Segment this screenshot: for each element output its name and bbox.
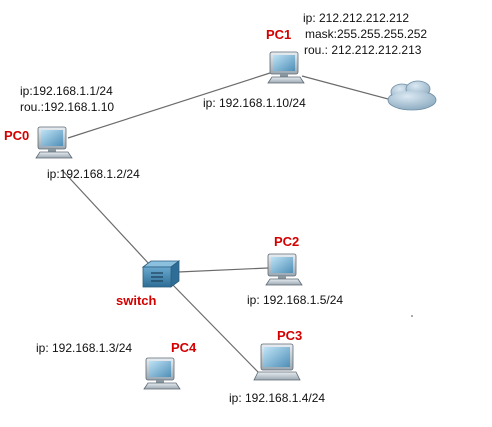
pc0-name: PC0: [4, 128, 30, 143]
link-switch-pc2: [177, 267, 269, 273]
switch-icon[interactable]: [141, 260, 181, 288]
pc0-ip-bottom-label: ip:192.168.1.2/24: [47, 167, 140, 181]
pc4-icon[interactable]: [143, 357, 181, 390]
pc0-ip-top-label: ip:192.168.1.1/24: [20, 84, 113, 98]
link-pc0-switch: [61, 169, 151, 266]
pc4-name: PC4: [171, 340, 197, 355]
pc4-ip-label: ip: 192.168.1.3/24: [36, 341, 133, 355]
pc2-ip-label: ip: 192.168.1.5/24: [247, 293, 344, 307]
pc3-laptop-icon[interactable]: [253, 343, 301, 381]
pc3-ip-label: ip: 192.168.1.4/24: [229, 391, 326, 405]
pc1-mask-label: mask:255.255.255.252: [305, 27, 428, 41]
pc2-name: PC2: [274, 234, 300, 249]
pc1-link-ip-label: ip: 192.168.1.10/24: [203, 96, 306, 110]
switch-name: switch: [116, 293, 157, 308]
pc1-ip-label: ip: 212.212.212.212: [303, 11, 410, 25]
cloud-icon: [387, 80, 437, 111]
pc3-name: PC3: [277, 328, 303, 343]
pc1-name: PC1: [266, 27, 292, 42]
link-pc1-cloud: [301, 75, 393, 101]
stray-dot: [411, 315, 413, 317]
pc1-rou-label: rou.: 212.212.212.213: [304, 43, 422, 57]
pc1-icon[interactable]: [267, 51, 305, 84]
link-switch-pc3: [169, 281, 259, 373]
link-pc0-pc1: [67, 72, 271, 139]
pc0-rou-label: rou.:192.168.1.10: [20, 100, 115, 114]
pc0-icon[interactable]: [35, 126, 73, 159]
pc2-icon[interactable]: [265, 253, 303, 286]
